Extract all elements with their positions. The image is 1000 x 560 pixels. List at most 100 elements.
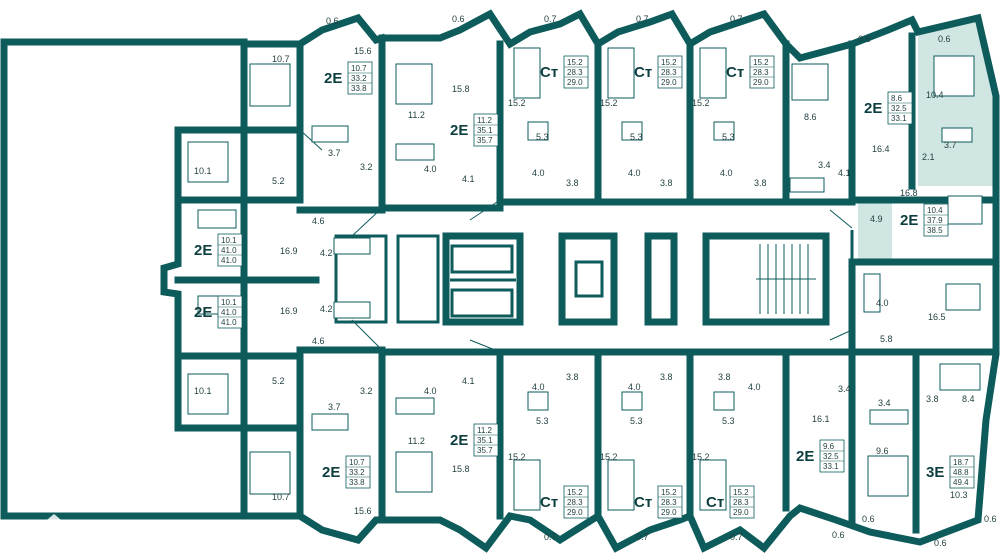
apartment-label-box bbox=[217, 295, 243, 329]
room-area-label: 4.6 bbox=[312, 336, 325, 346]
room-area-label: 4.0 bbox=[628, 382, 641, 392]
room-area-label: 15.2 bbox=[508, 98, 526, 108]
apartment-area-value: 28.3 bbox=[753, 68, 769, 77]
apartment-area-value: 48.8 bbox=[953, 468, 969, 477]
apartment-area-value: 11.2 bbox=[477, 426, 493, 435]
apartment-area-value: 35.1 bbox=[477, 126, 493, 135]
room-area-label: 3.7 bbox=[328, 148, 341, 158]
apartment-label-box bbox=[217, 233, 243, 267]
apartment-label-box bbox=[923, 203, 949, 237]
room-area-label: 15.8 bbox=[452, 84, 470, 94]
apartment-area-value: 10.7 bbox=[351, 64, 367, 73]
room-area-label: 4.1 bbox=[462, 174, 475, 184]
apartment-type: 2E bbox=[322, 464, 340, 481]
apartment-label-box bbox=[657, 485, 683, 519]
room-area-label: 10.7 bbox=[272, 54, 290, 64]
apartment-type: 2E bbox=[450, 122, 468, 139]
room-area-label: 5.3 bbox=[536, 416, 549, 426]
apartment-label-box bbox=[749, 55, 775, 89]
room-area-label: 0.7 bbox=[544, 532, 557, 542]
room-area-label: 0.6 bbox=[984, 514, 997, 524]
room-area-label: 10.1 bbox=[194, 386, 212, 396]
room-area-label: 15.6 bbox=[354, 46, 372, 56]
highlighted-unit-area bbox=[858, 200, 892, 262]
stair-steps bbox=[756, 244, 816, 314]
apartment-area-value: 33.2 bbox=[349, 468, 365, 477]
watermark-text: ДОМКЛИК bbox=[72, 517, 163, 536]
apartment-type: 2E bbox=[194, 242, 212, 259]
apartment-area-value: 35.7 bbox=[477, 136, 493, 145]
room-area-label: 5.3 bbox=[722, 132, 735, 142]
apartment-area-value: 33.1 bbox=[891, 114, 907, 123]
room-area-label: 4.0 bbox=[424, 386, 437, 396]
room-area-label: 11.2 bbox=[408, 110, 425, 120]
apartment-type: Ст bbox=[706, 494, 724, 511]
apartment-type: 2E bbox=[900, 212, 918, 229]
apartment-type: Ст bbox=[634, 494, 652, 511]
apartment-area-value: 41.0 bbox=[221, 246, 237, 255]
apartment-area-value: 15.2 bbox=[661, 488, 677, 497]
room-area-label: 10.1 bbox=[194, 166, 212, 176]
apartment-label[interactable]: 2E9.632.533.1 bbox=[796, 439, 845, 473]
apartment-type: 3E bbox=[926, 464, 944, 481]
room-area-label: 15.2 bbox=[692, 452, 710, 462]
apartment-area-value: 38.5 bbox=[927, 226, 943, 235]
room-area-label: 3.2 bbox=[360, 386, 373, 396]
room-area-label: 4.2 bbox=[320, 304, 333, 314]
apartment-label-box bbox=[563, 55, 589, 89]
apartment-area-value: 29.0 bbox=[567, 508, 583, 517]
room-area-label: 16.1 bbox=[812, 414, 830, 424]
room-area-label: 3.7 bbox=[328, 402, 341, 412]
room-area-label: 15.2 bbox=[508, 452, 526, 462]
apartment-area-value: 15.2 bbox=[661, 58, 677, 67]
room-area-label: 5.2 bbox=[272, 176, 285, 186]
apartment-area-value: 18.7 bbox=[953, 458, 969, 467]
house-logo-icon bbox=[42, 514, 66, 534]
window-walls bbox=[299, 129, 853, 353]
room-area-label: 3.7 bbox=[944, 140, 957, 150]
room-area-label: 5.3 bbox=[630, 132, 643, 142]
apartment-label-box bbox=[473, 113, 499, 147]
apartment-area-value: 35.7 bbox=[477, 446, 493, 455]
apartment-area-value: 29.0 bbox=[661, 508, 677, 517]
room-area-label: 0.6 bbox=[862, 514, 875, 524]
room-area-label: 10.7 bbox=[272, 492, 290, 502]
room-area-label: 16.4 bbox=[872, 144, 890, 154]
room-area-label: 3.8 bbox=[566, 178, 579, 188]
room-area-label: 0.6 bbox=[934, 538, 947, 548]
apartment-area-value: 10.7 bbox=[349, 458, 365, 467]
room-area-label: 8.6 bbox=[804, 112, 817, 122]
room-area-label: 0.6 bbox=[832, 530, 845, 540]
apartment-type: 2E bbox=[194, 304, 212, 321]
apartment-area-value: 9.6 bbox=[823, 442, 835, 451]
apartment-area-value: 41.0 bbox=[221, 318, 237, 327]
apartment-area-value: 28.3 bbox=[567, 498, 583, 507]
apartment-area-value: 28.3 bbox=[567, 68, 583, 77]
apartment-area-value: 15.2 bbox=[567, 488, 583, 497]
apartment-area-value: 15.2 bbox=[753, 58, 769, 67]
room-area-label: 16.9 bbox=[280, 306, 298, 316]
room-area-label: 0.7 bbox=[636, 532, 649, 542]
apartment-area-value: 32.5 bbox=[891, 104, 907, 113]
apartment-label[interactable]: 2E8.632.533.1 bbox=[864, 91, 913, 125]
apartment-area-value: 10.1 bbox=[221, 236, 237, 245]
apartment-area-value: 41.0 bbox=[221, 308, 237, 317]
apartment-type: Ст bbox=[634, 64, 652, 81]
apartment-label-box bbox=[819, 439, 845, 473]
